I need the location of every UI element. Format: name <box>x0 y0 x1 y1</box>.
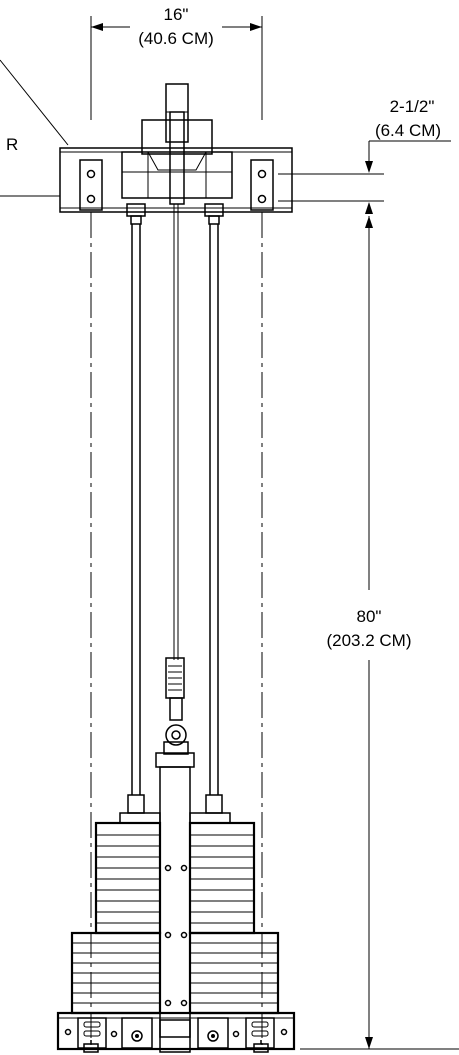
callout-label: R <box>6 135 18 154</box>
center-lines <box>90 212 263 1045</box>
cable <box>173 204 179 660</box>
width-dimension: 16" (40.6 CM) <box>90 5 263 120</box>
selector-stem <box>155 752 195 1038</box>
width-dimension-cm: (40.6 CM) <box>138 29 214 48</box>
height-dimension-cm: (203.2 CM) <box>326 631 411 650</box>
offset-dimension-inches: 2-1/2" <box>390 97 435 116</box>
base-frame <box>56 1011 296 1053</box>
left-callout: R <box>0 59 69 197</box>
stack-rod-collars <box>127 794 223 814</box>
offset-dimension-cm: (6.4 CM) <box>375 121 441 140</box>
weight-stack-upper <box>94 812 256 935</box>
guide-rods <box>131 224 219 795</box>
height-dimension-inches: 80" <box>357 607 382 626</box>
cable-connector <box>163 657 189 755</box>
top-mounting-bracket <box>59 83 293 225</box>
width-dimension-inches: 16" <box>164 5 189 24</box>
weight-stack-lower <box>70 931 280 1015</box>
height-dimension: 80" (203.2 CM) <box>300 216 459 1050</box>
offset-dimension: 2-1/2" (6.4 CM) <box>278 97 451 214</box>
